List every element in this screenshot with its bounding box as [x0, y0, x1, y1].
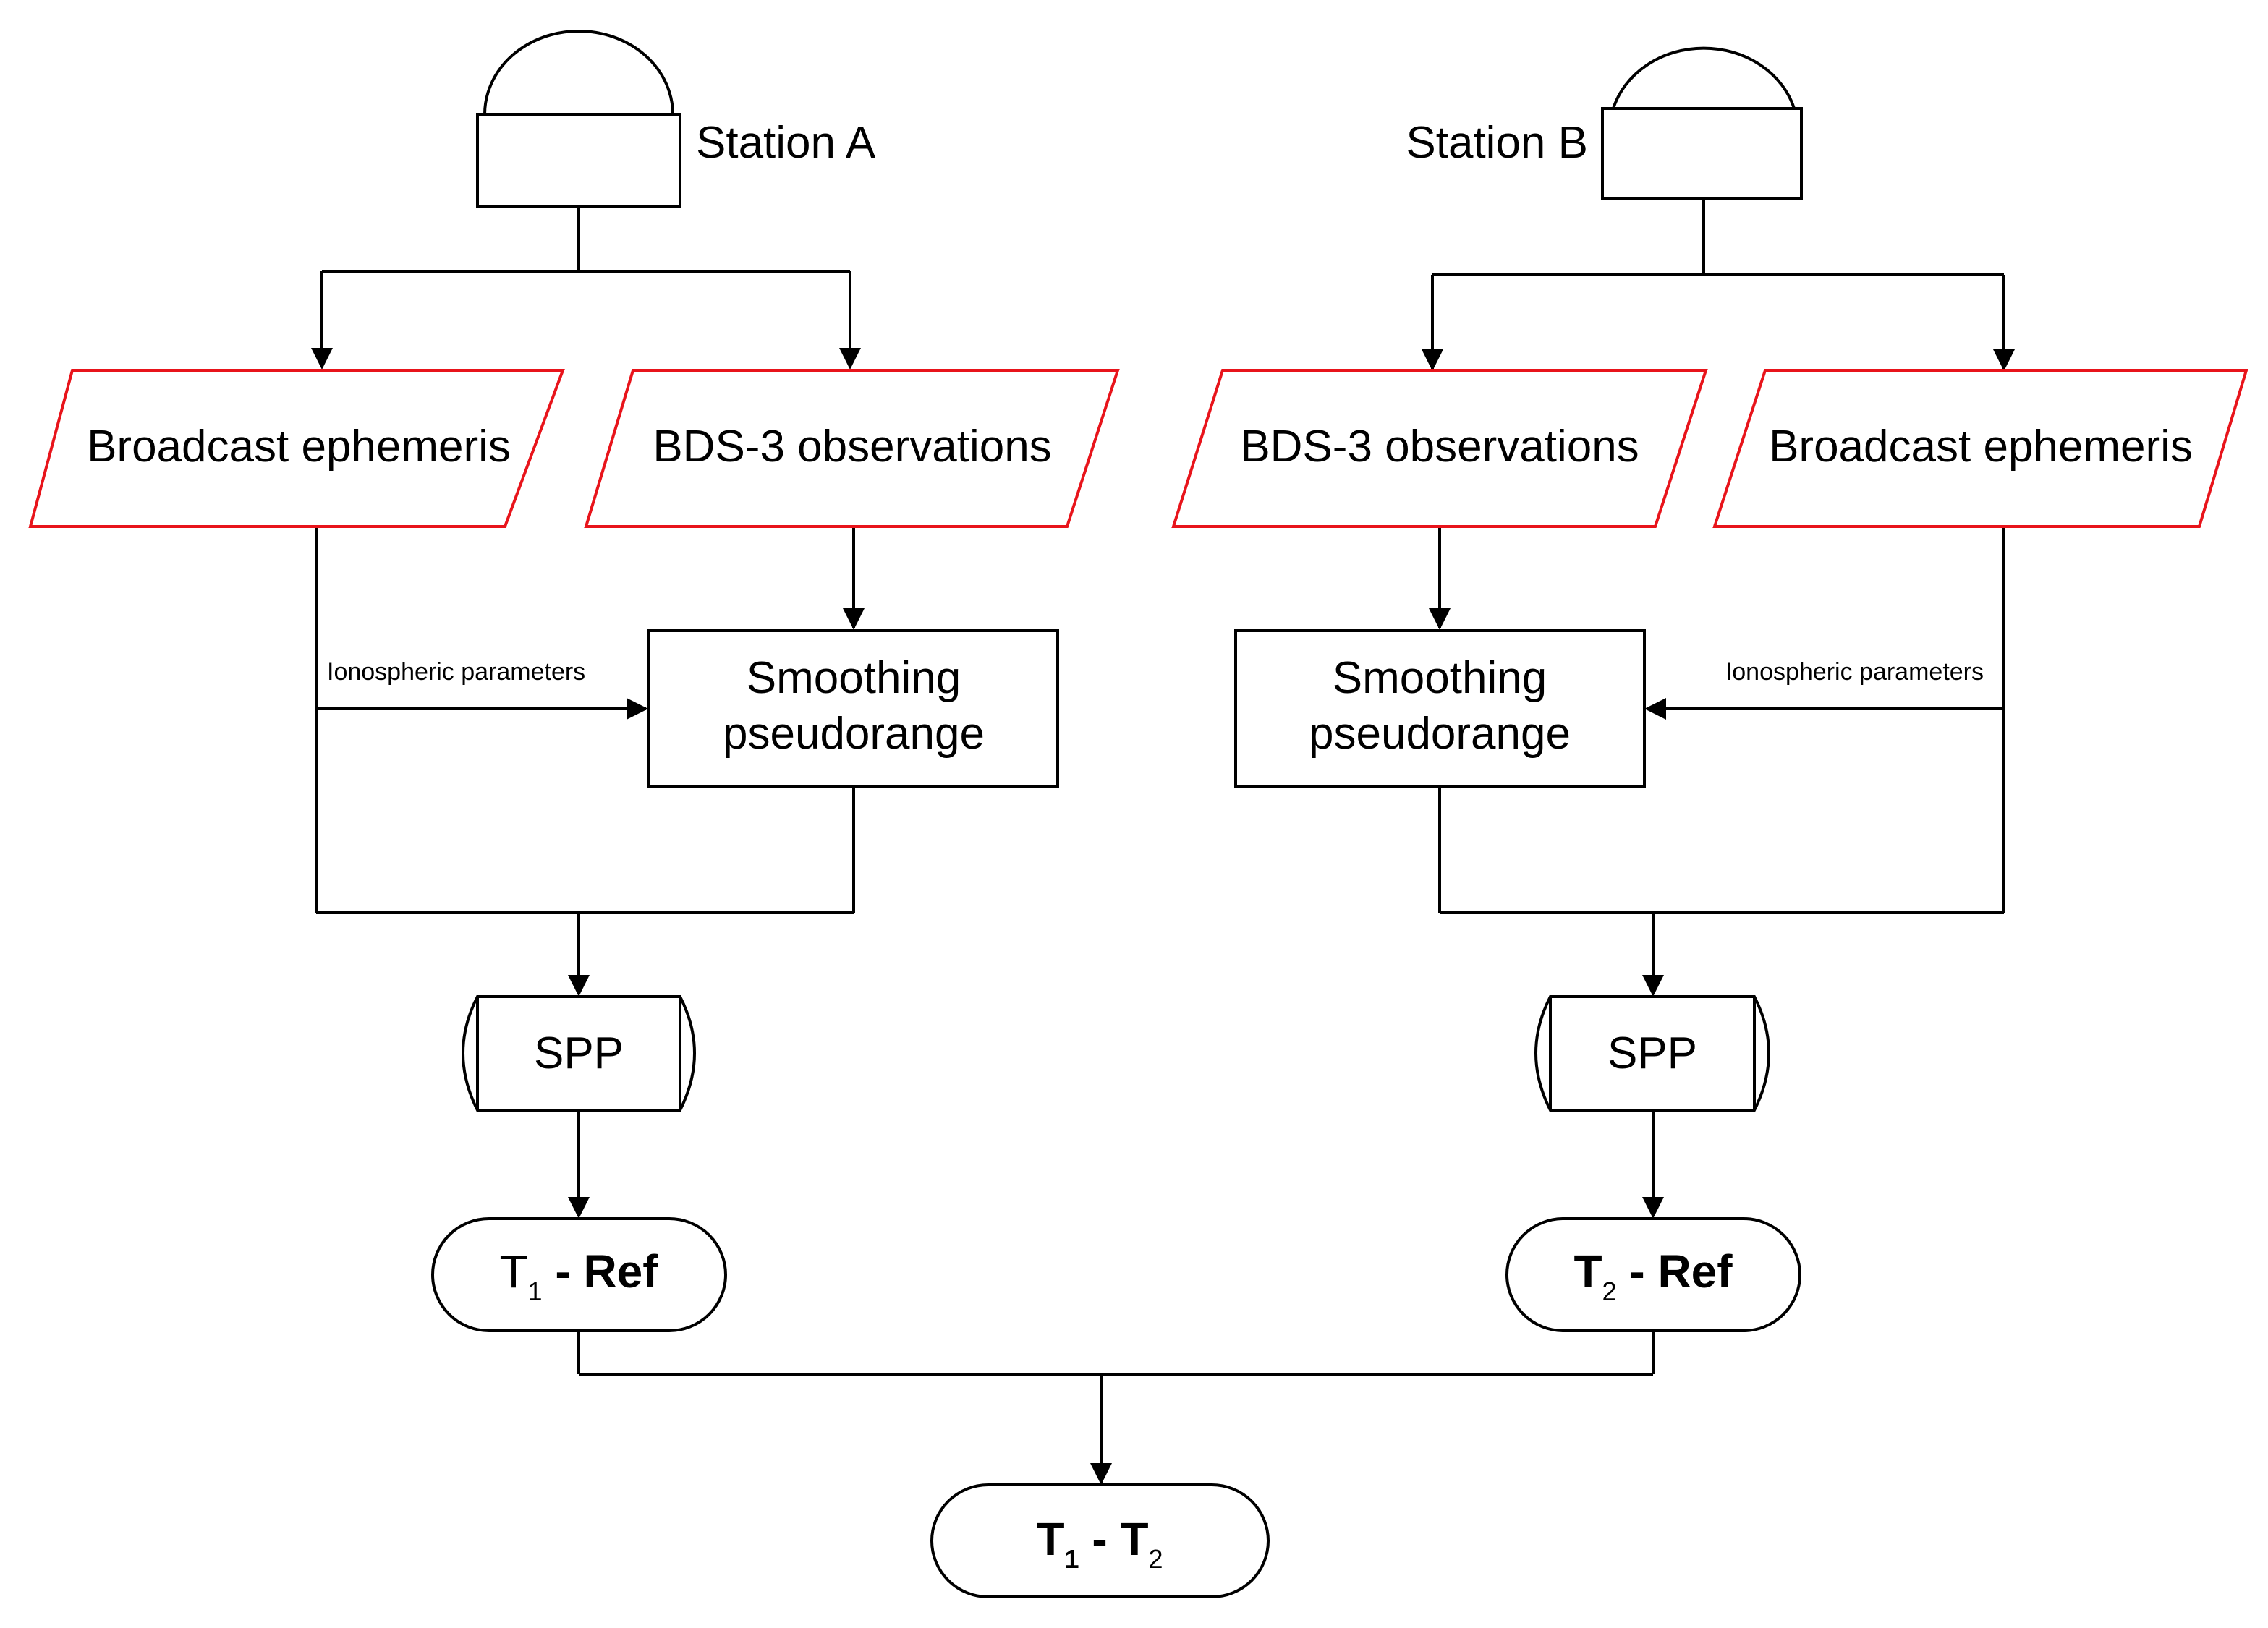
station-b-observations-label: BDS-3 observations — [1240, 422, 1639, 472]
station-a-smoothing-line2: pseudorange — [723, 709, 985, 759]
station-a-spp-label: SPP — [534, 1028, 624, 1078]
station-a-result-terminal: T1 - Ref — [431, 1217, 727, 1332]
station-b-result-terminal: T2 - Ref — [1505, 1217, 1801, 1332]
station-a-broadcast-ephemeris: Broadcast ephemeris — [28, 369, 565, 528]
station-b-antenna-icon — [1601, 46, 1803, 200]
station-b-bds3-observations: BDS-3 observations — [1171, 369, 1708, 528]
station-a-spp-process: SPP — [462, 995, 696, 1112]
station-a-observations-shape — [584, 369, 1120, 528]
station-b-connectors — [1422, 199, 2015, 1374]
station-b-ephemeris-shape — [1712, 369, 2248, 528]
station-b-smoothing-line1: Smoothing — [1333, 653, 1547, 703]
station-b-smoothing-box: Smoothing pseudorange — [1234, 629, 1646, 788]
station-b-iono-label: Ionospheric parameters — [1725, 658, 1984, 686]
final-result-label: T1 - T2 — [1036, 1513, 1163, 1574]
station-a-observations-label: BDS-3 observations — [653, 422, 1051, 472]
station-b-broadcast-ephemeris: Broadcast ephemeris — [1712, 369, 2248, 528]
station-b-label: Station B — [1406, 118, 1588, 168]
station-b-spp-process: SPP — [1534, 995, 1770, 1112]
station-a-label: Station A — [696, 118, 876, 168]
station-a-bds3-observations: BDS-3 observations — [584, 369, 1120, 528]
final-connectors — [579, 1373, 1653, 1485]
station-a-iono-label: Ionospheric parameters — [327, 658, 585, 686]
station-a-result-label: T1 - Ref — [499, 1245, 658, 1306]
final-result-terminal: T1 - T2 — [930, 1483, 1270, 1598]
station-b-observations-shape — [1171, 369, 1708, 528]
station-a-antenna-icon — [476, 30, 681, 208]
station-a-ephemeris-label: Broadcast ephemeris — [87, 422, 511, 472]
station-a-smoothing-line1: Smoothing — [747, 653, 961, 703]
station-a-ephemeris-shape — [28, 369, 565, 528]
station-b-result-label: T2 - Ref — [1573, 1245, 1733, 1306]
station-b-spp-label: SPP — [1607, 1028, 1697, 1078]
station-a-smoothing-box: Smoothing pseudorange — [647, 629, 1059, 788]
station-a-connectors — [311, 207, 865, 1374]
station-b-smoothing-line2: pseudorange — [1309, 709, 1571, 759]
station-b-ephemeris-label: Broadcast ephemeris — [1769, 422, 2193, 472]
